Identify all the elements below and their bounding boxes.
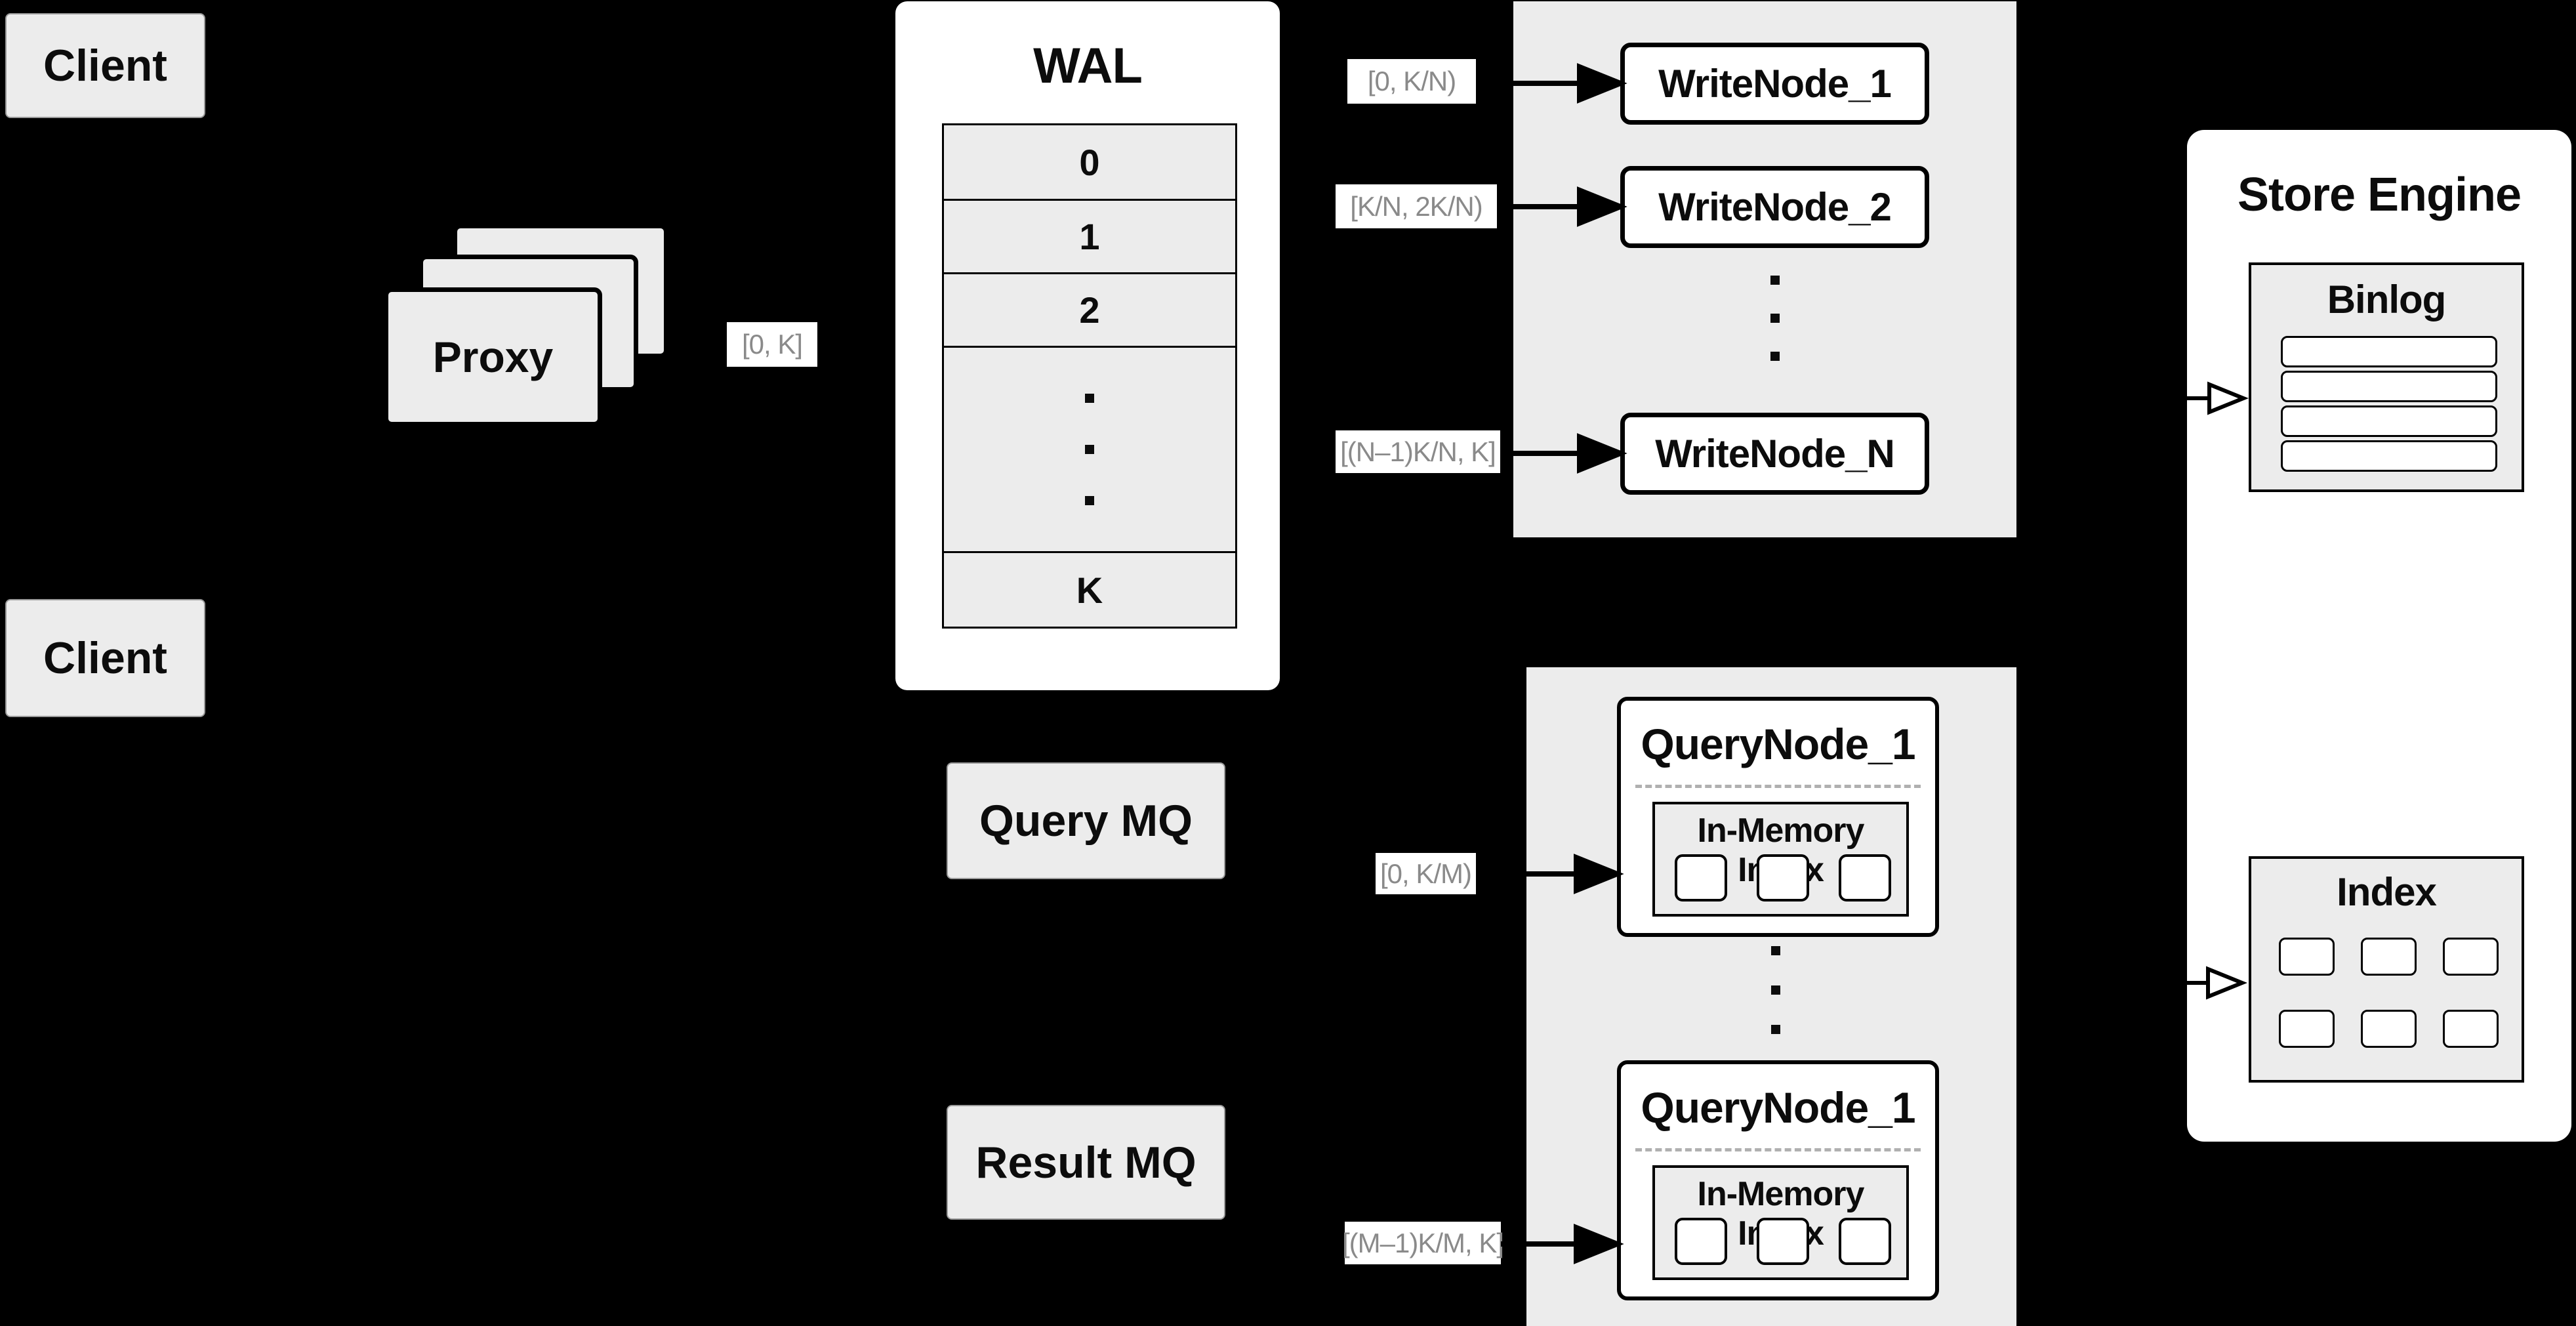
write-node-1-label: WriteNode_1 — [1658, 62, 1892, 106]
wal-segment-0: 0 — [944, 125, 1235, 201]
in-memory-index-title: In-Memory Index — [1697, 812, 1865, 889]
wal-segment-1: 1 — [944, 201, 1235, 274]
write-node-n-box: WriteNode_N — [1620, 413, 1929, 495]
index-segment — [1757, 854, 1809, 901]
index-segment — [2279, 938, 2335, 976]
binlog-box: Binlog — [2249, 262, 2524, 492]
index-segment — [1675, 854, 1727, 901]
query-node-1-box: QueryNode_1 In-Memory Index — [1617, 697, 1939, 937]
client-bottom-label: Client — [43, 633, 167, 683]
wal-segment-2: 2 — [944, 274, 1235, 348]
vertical-ellipsis-icon — [1770, 276, 1780, 361]
dashed-divider — [1635, 1148, 1921, 1151]
query-mq-label: Query MQ — [979, 796, 1193, 846]
store-engine-title: Store Engine — [2237, 169, 2522, 221]
client-top-label: Client — [43, 41, 167, 91]
write-node-2-box: WriteNode_2 — [1620, 166, 1929, 248]
wal-segment-ellipsis — [944, 348, 1235, 553]
range-label-wn2: [K/N, 2K/N) — [1336, 184, 1497, 228]
binlog-bar — [2281, 440, 2497, 472]
dashed-divider — [1635, 785, 1921, 788]
result-mq-label: Result MQ — [975, 1137, 1196, 1188]
binlog-bar — [2281, 336, 2497, 367]
range-label-qn2: [(M–1)K/M, K] — [1342, 1222, 1504, 1264]
index-box: Index — [2249, 856, 2524, 1083]
write-node-n-label: WriteNode_N — [1655, 432, 1895, 476]
query-mq-box: Query MQ — [947, 762, 1225, 879]
result-mq-box: Result MQ — [947, 1105, 1225, 1220]
index-segment — [2279, 1010, 2335, 1048]
index-segment — [1757, 1218, 1809, 1265]
range-label-wnN: [(N–1)K/N, K] — [1336, 430, 1500, 473]
write-node-2-label: WriteNode_2 — [1658, 185, 1892, 229]
vertical-ellipsis-icon — [1771, 946, 1780, 1034]
client-bottom-box: Client — [5, 599, 205, 717]
index-segment — [2443, 938, 2499, 976]
binlog-bar — [2281, 405, 2497, 437]
in-memory-index-box: In-Memory Index — [1652, 802, 1909, 917]
in-memory-index-box: In-Memory Index — [1652, 1165, 1909, 1280]
index-segment — [2443, 1010, 2499, 1048]
proxy-label: Proxy — [432, 333, 554, 381]
range-label-qn1: [0, K/M) — [1376, 853, 1476, 894]
index-segment — [1839, 1218, 1891, 1265]
range-label-wn1: [0, K/N) — [1347, 59, 1476, 104]
binlog-bar — [2281, 371, 2497, 402]
index-segment — [2361, 1010, 2417, 1048]
query-node-2-title: QueryNode_1 — [1641, 1083, 1915, 1132]
index-title: Index — [2337, 870, 2437, 914]
proxy-box: Proxy — [384, 287, 602, 426]
index-segment — [1839, 854, 1891, 901]
query-node-1-title: QueryNode_1 — [1641, 720, 1915, 768]
binlog-title: Binlog — [2327, 278, 2447, 321]
wal-segment-table: 0 1 2 K — [942, 123, 1237, 629]
index-segment — [2361, 938, 2417, 976]
write-node-1-box: WriteNode_1 — [1620, 43, 1929, 125]
client-top-box: Client — [5, 13, 205, 118]
wal-segment-k: K — [944, 553, 1235, 627]
index-segment — [1675, 1218, 1727, 1265]
vertical-ellipsis-icon — [1085, 394, 1094, 505]
range-label-proxy-out: [0, K] — [727, 322, 817, 367]
wal-title: WAL — [1033, 38, 1143, 94]
query-node-2-box: QueryNode_1 In-Memory Index — [1617, 1060, 1939, 1300]
